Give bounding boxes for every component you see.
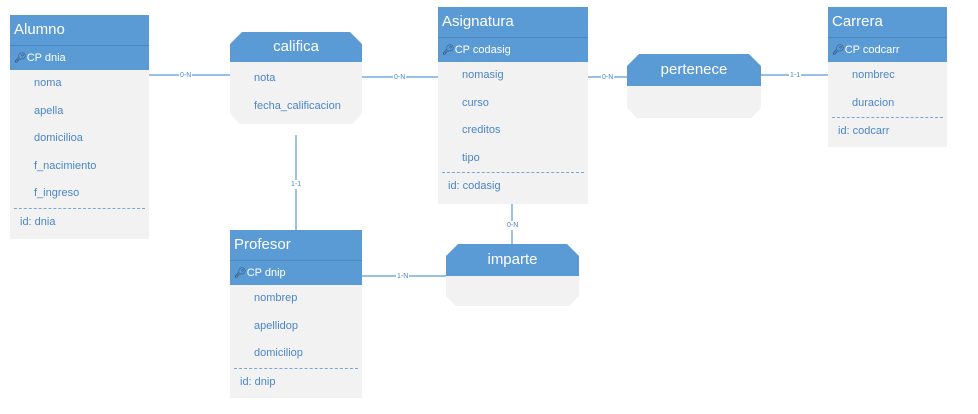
pk-name: dnia (44, 52, 66, 64)
pk-prefix: CP (26, 52, 42, 64)
relationship-attribute: nota (254, 72, 276, 84)
entity-identifier: id: dnia (20, 215, 56, 228)
pk-name: codasig (472, 44, 511, 56)
entity-profesor[interactable]: Profesor 🔑︎CP dnip nombrep apellidop dom… (230, 230, 362, 398)
attribute: domicilioa (34, 132, 83, 144)
cardinality-asignatura-califica: 0-N (393, 73, 407, 82)
entity-carrera-pk-row: 🔑︎CP codcarr (828, 37, 947, 62)
relationship-attribute: fecha_calificacion (254, 100, 341, 112)
relationship-pertenece-body (627, 86, 761, 118)
entity-carrera-name: Carrera (828, 7, 947, 37)
key-icon: 🔑︎ (442, 45, 455, 56)
attribute: curso (462, 96, 489, 109)
attribute: nomasig (462, 69, 504, 81)
cardinality-asignatura-imparte: 0-N (506, 221, 520, 230)
pk-name: codcarr (862, 44, 900, 56)
cardinality-profesor-imparte: 1-N (396, 272, 410, 281)
relationship-imparte[interactable]: imparte (446, 244, 579, 306)
pk-name: dnip (264, 267, 286, 279)
relationship-califica-name: califica (230, 32, 362, 62)
attribute: apellidop (254, 319, 299, 332)
entity-identifier: id: dnip (240, 375, 276, 388)
key-icon: 🔑︎ (14, 53, 27, 64)
cardinality-carrera-pertenece: 1-1 (789, 71, 802, 80)
entity-alumno-pk-row: 🔑︎CP dnia (10, 45, 149, 70)
relationship-califica-body: nota fecha_calificacion (230, 62, 362, 124)
identifier-divider (14, 207, 145, 209)
relationship-pertenece[interactable]: pertenece (627, 54, 761, 118)
attribute: tipo (462, 151, 480, 164)
relationship-imparte-name: imparte (446, 244, 579, 276)
key-icon: 🔑︎ (832, 45, 845, 56)
entity-identifier: id: codasig (448, 180, 501, 192)
relationship-califica[interactable]: califica nota fecha_calificacion (230, 32, 362, 124)
entity-alumno-name: Alumno (10, 15, 149, 45)
attribute: f_nacimiento (34, 159, 97, 172)
attribute: duracion (852, 96, 895, 109)
relationship-pertenece-name: pertenece (627, 54, 761, 86)
cardinality-profesor-califica: 1-1 (290, 180, 303, 189)
entity-alumno[interactable]: Alumno 🔑︎CP dnia noma apella domicilioa … (10, 15, 149, 239)
attribute: nombrec (852, 69, 895, 81)
identifier-divider (442, 172, 584, 173)
entity-profesor-pk-row: 🔑︎CP dnip (230, 260, 362, 285)
pk-prefix: CP (454, 44, 470, 56)
pk-prefix: CP (246, 267, 262, 279)
attribute: f_ingreso (34, 187, 80, 199)
attribute: apella (34, 104, 64, 117)
identifier-divider (234, 367, 358, 369)
relationship-imparte-body (446, 276, 579, 306)
attribute: domiciliop (254, 347, 303, 359)
entity-identifier: id: codcarr (838, 125, 890, 137)
identifier-divider (832, 117, 943, 118)
entity-asignatura[interactable]: Asignatura 🔑︎CP codasig nomasig curso cr… (438, 7, 588, 204)
key-icon: 🔑︎ (234, 268, 247, 279)
entity-asignatura-pk-row: 🔑︎CP codasig (438, 37, 588, 62)
cardinality-alumno-califica: 0-N (179, 71, 193, 80)
entity-profesor-name: Profesor (230, 230, 362, 260)
entity-asignatura-name: Asignatura (438, 7, 588, 37)
pk-prefix: CP (844, 44, 860, 56)
attribute: noma (34, 77, 62, 89)
attribute: creditos (462, 124, 501, 136)
cardinality-asignatura-pertenece: 0-N (601, 73, 615, 82)
attribute: nombrep (254, 292, 298, 304)
entity-carrera[interactable]: Carrera 🔑︎CP codcarr nombrec duracion id… (828, 7, 947, 147)
